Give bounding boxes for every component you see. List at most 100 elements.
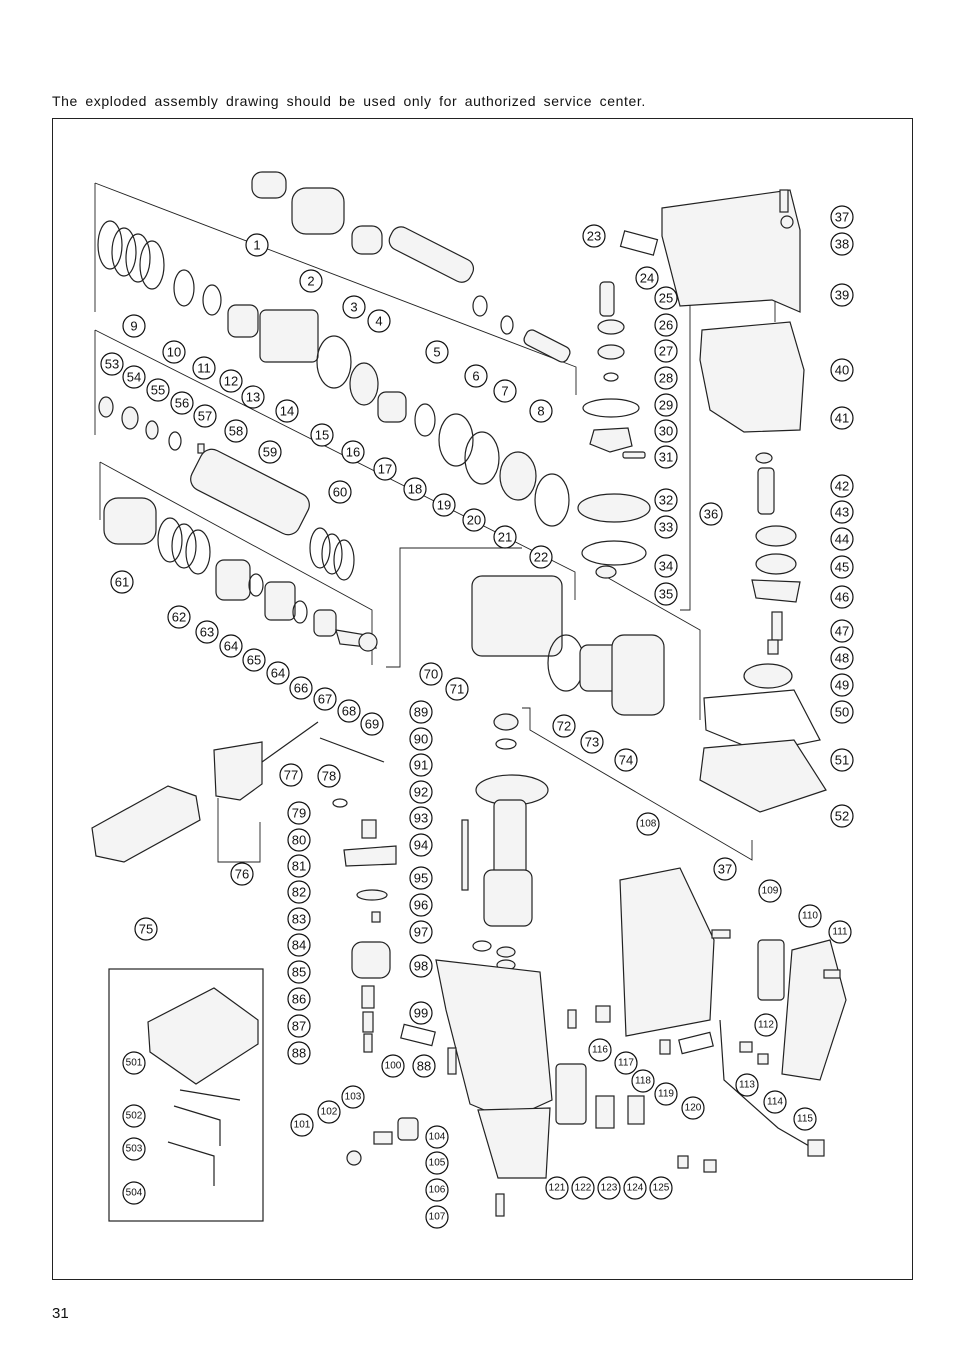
part-number: 4 (375, 314, 382, 329)
part-callout-79: 79 (287, 801, 311, 825)
part-callout-64b: 64 (266, 661, 290, 685)
part-number: 25 (659, 291, 673, 306)
part-callout-85: 85 (287, 960, 311, 984)
part-number: 99 (414, 1006, 428, 1021)
part-number: 67 (318, 692, 332, 707)
part-number: 95 (414, 871, 428, 886)
part-number: 22 (534, 550, 548, 565)
part-callout-100: 100 (381, 1054, 405, 1078)
part-number: 109 (762, 886, 779, 897)
part-number: 81 (292, 859, 306, 874)
part-callout-49: 49 (830, 673, 854, 697)
part-callout-37b: 37 (713, 857, 737, 881)
part-number: 101 (294, 1120, 311, 1131)
part-callout-98: 98 (409, 954, 433, 978)
part-number: 40 (835, 363, 849, 378)
part-callout-8: 8 (529, 399, 553, 423)
part-callout-70: 70 (419, 662, 443, 686)
part-callout-41: 41 (830, 406, 854, 430)
part-number: 85 (292, 965, 306, 980)
part-number: 52 (835, 809, 849, 824)
part-number: 63 (200, 625, 214, 640)
part-callout-125: 125 (649, 1176, 673, 1200)
part-callout-72: 72 (552, 714, 576, 738)
part-callout-63: 63 (195, 620, 219, 644)
part-callout-112: 112 (754, 1013, 778, 1037)
part-number: 42 (835, 479, 849, 494)
handle-110 (781, 939, 847, 1081)
part-callout-75: 75 (134, 917, 158, 941)
part-callout-55: 55 (146, 378, 170, 402)
part-callout-108: 108 (636, 812, 660, 836)
part-number: 53 (105, 357, 119, 372)
part-number: 110 (802, 911, 818, 922)
part-number: 119 (658, 1089, 674, 1100)
part-callout-24: 24 (635, 266, 659, 290)
part-callout-103: 103 (341, 1085, 365, 1109)
diagram-frame (52, 118, 913, 1280)
part-shapes (91, 171, 847, 1222)
part-number: 64 (224, 639, 238, 654)
part-callout-4: 4 (367, 309, 391, 333)
part-number: 29 (659, 398, 673, 413)
part-number: 46 (835, 590, 849, 605)
part-callout-74: 74 (614, 748, 638, 772)
part-number: 88 (292, 1046, 306, 1061)
part-number: 35 (659, 587, 673, 602)
part-callout-120: 120 (681, 1096, 705, 1120)
part-callout-12: 12 (219, 369, 243, 393)
part-number: 78 (322, 769, 336, 784)
part-callout-40: 40 (830, 358, 854, 382)
part-number: 93 (414, 811, 428, 826)
part-number: 114 (767, 1097, 783, 1108)
part-number: 51 (835, 753, 849, 768)
part-callout-96: 96 (409, 893, 433, 917)
part-callout-118: 118 (631, 1069, 655, 1093)
part-callout-58: 58 (224, 419, 248, 443)
part-number: 9 (130, 319, 137, 334)
part-number: 121 (549, 1183, 566, 1194)
part-callout-42: 42 (830, 474, 854, 498)
part-callout-26: 26 (654, 313, 678, 337)
crank-housing-70 (471, 575, 563, 657)
part-callout-97: 97 (409, 920, 433, 944)
part-number: 123 (601, 1183, 618, 1194)
part-number: 92 (414, 785, 428, 800)
part-callout-114: 114 (763, 1090, 787, 1114)
part-number: 37 (835, 210, 849, 225)
part-callout-19: 19 (432, 493, 456, 517)
part-number: 501 (126, 1058, 143, 1069)
part-number: 96 (414, 898, 428, 913)
part-callout-88b: 88 (412, 1054, 436, 1078)
side-handle-75 (91, 785, 201, 863)
part-number: 8 (537, 404, 544, 419)
part-number: 39 (835, 288, 849, 303)
part-callout-81: 81 (287, 854, 311, 878)
part-callout-2: 2 (299, 269, 323, 293)
part-callout-119: 119 (654, 1082, 678, 1106)
part-callout-54: 54 (122, 365, 146, 389)
part-number: 69 (365, 717, 379, 732)
part-number: 10 (167, 345, 181, 360)
part-number: 54 (127, 370, 141, 385)
part-callouts: 1234567891011121314151617181920212223242… (100, 205, 854, 1229)
housing-99 (435, 959, 553, 1121)
part-number: 105 (429, 1158, 446, 1169)
part-callout-109: 109 (758, 879, 782, 903)
part-number: 13 (246, 390, 260, 405)
part-callout-6: 6 (464, 364, 488, 388)
washer-3 (351, 225, 383, 255)
part-callout-65: 65 (242, 648, 266, 672)
part-number: 73 (585, 735, 599, 750)
part-number: 14 (280, 404, 294, 419)
part-number: 116 (592, 1045, 608, 1056)
part-callout-88: 88 (287, 1041, 311, 1065)
crank-cover-39 (661, 189, 801, 313)
part-callout-503: 503 (122, 1137, 146, 1161)
part-callout-37: 37 (830, 205, 854, 229)
part-callout-61: 61 (110, 570, 134, 594)
part-number: 43 (835, 505, 849, 520)
part-number: 11 (197, 361, 211, 376)
part-number: 57 (198, 409, 212, 424)
part-callout-105: 105 (425, 1151, 449, 1175)
